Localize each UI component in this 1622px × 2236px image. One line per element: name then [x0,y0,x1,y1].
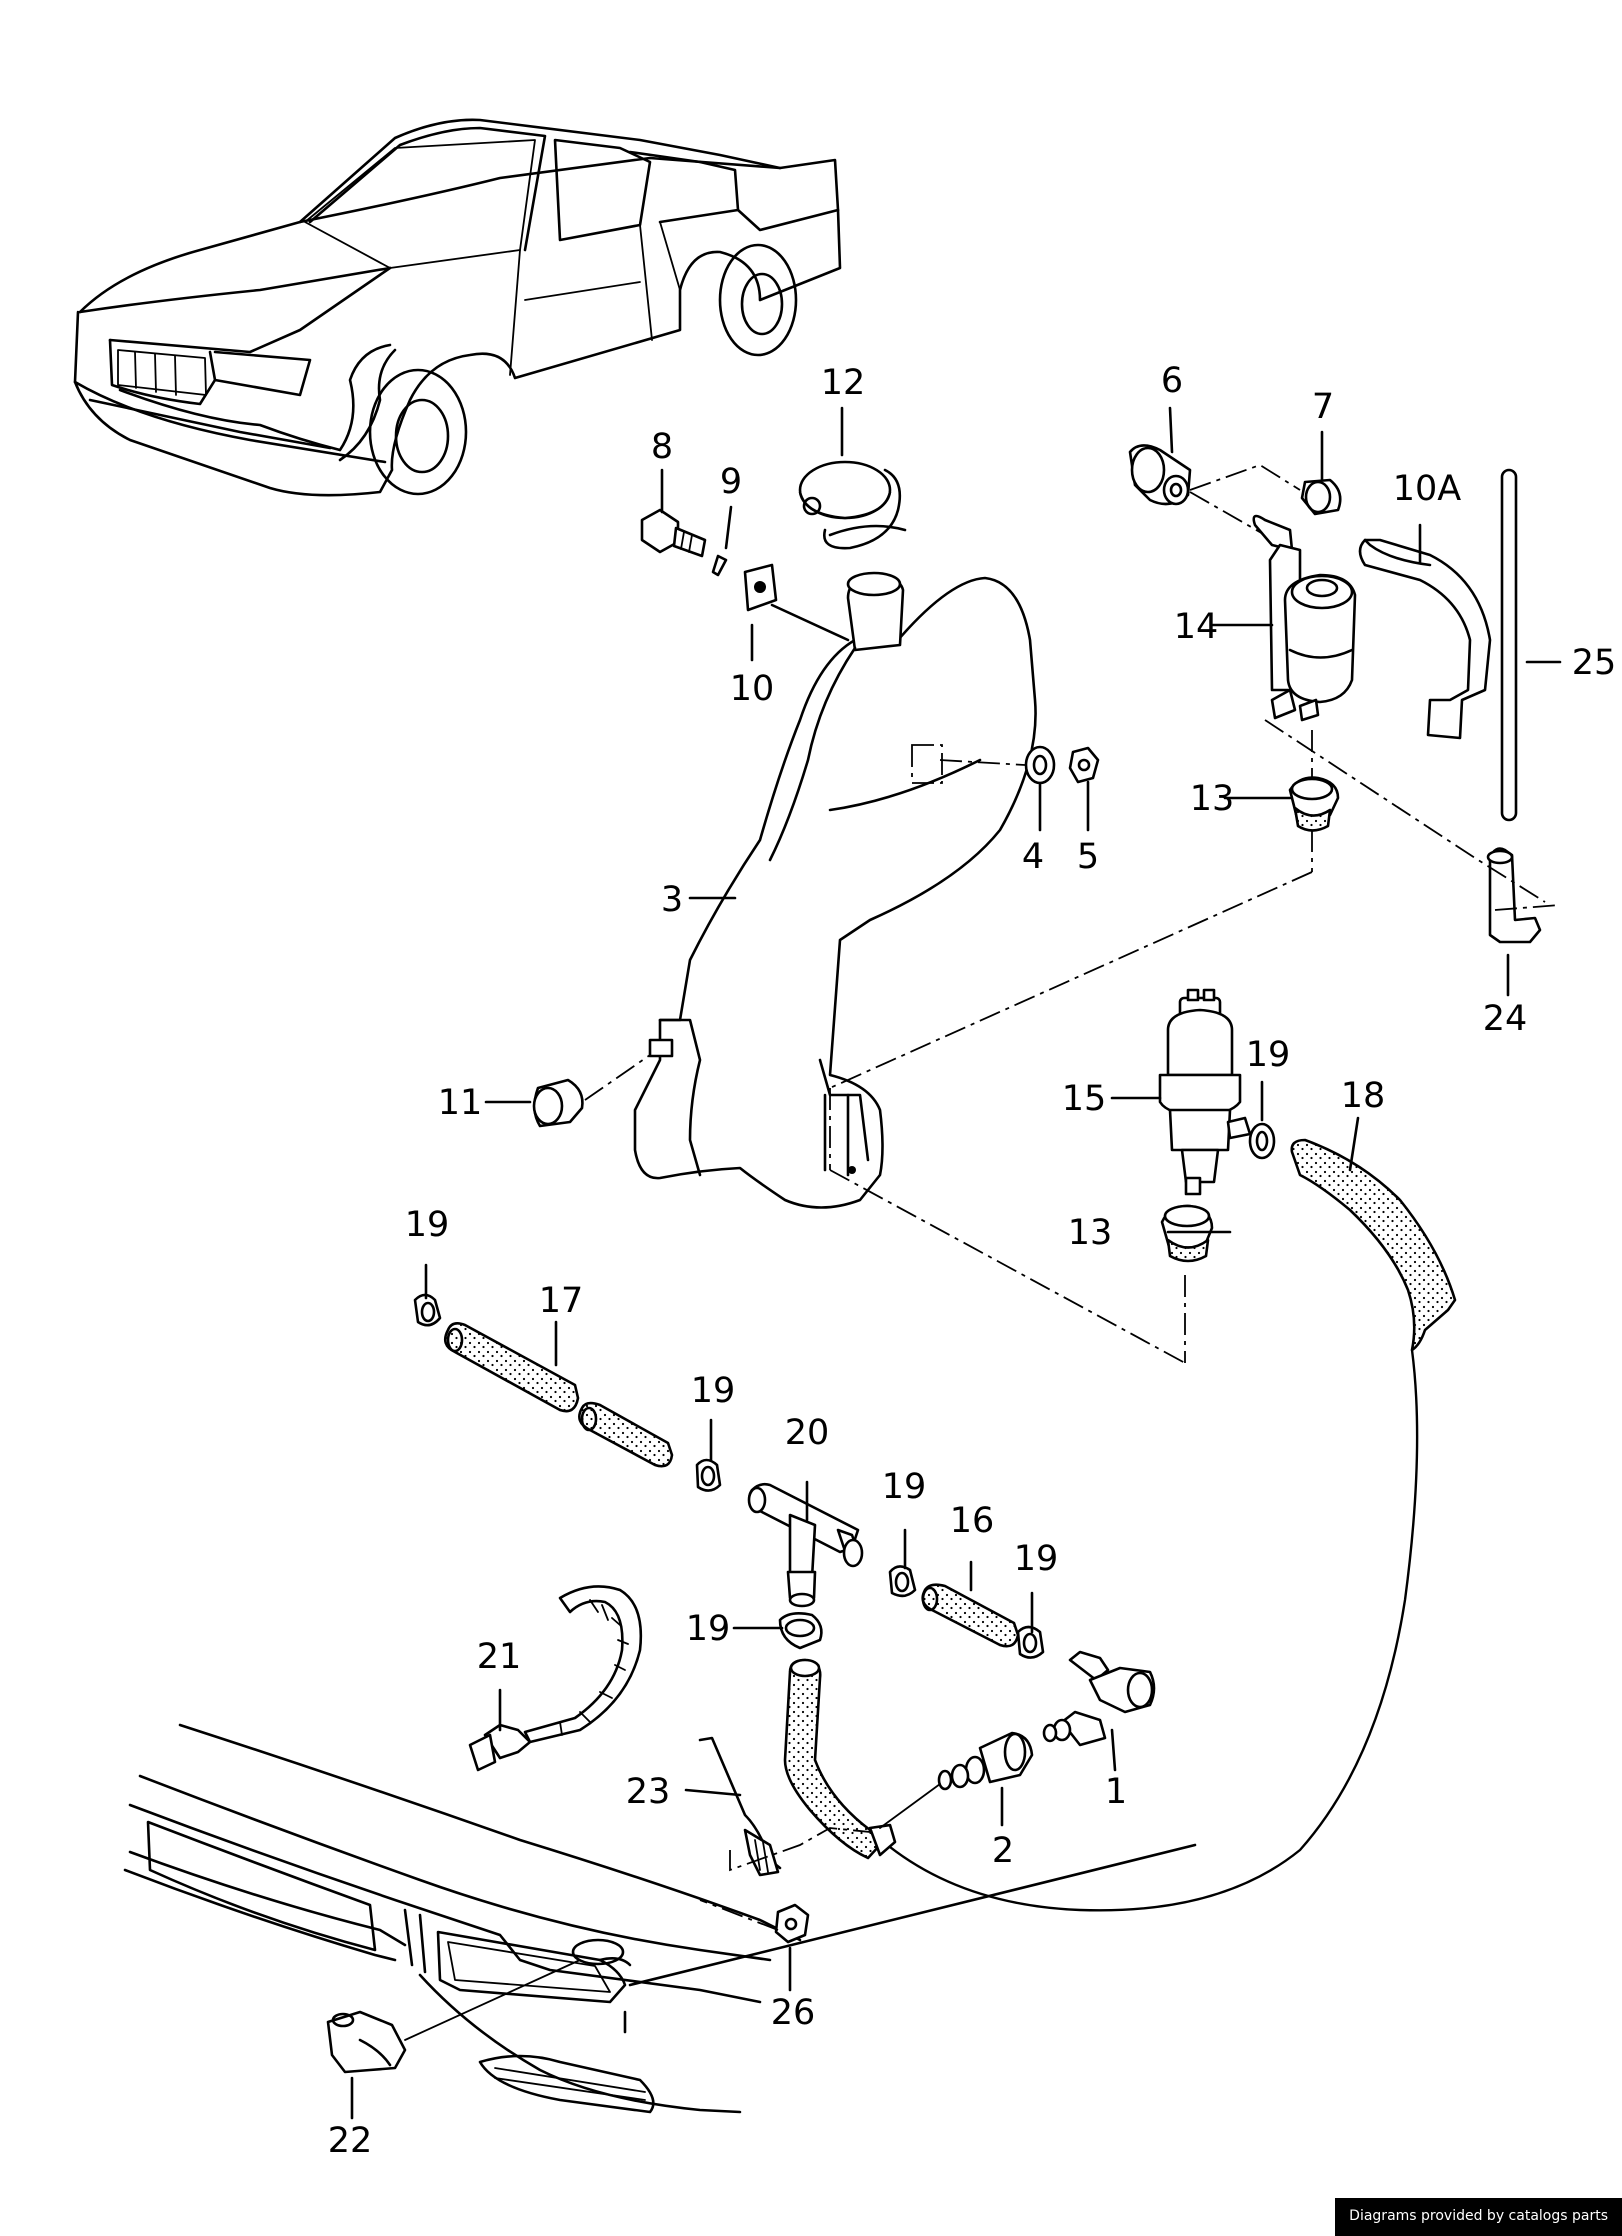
callout-6: 6 [1161,361,1183,401]
callout-4: 4 [1022,837,1044,877]
callout-13-upper: 13 [1190,779,1235,819]
callout-15: 15 [1062,1079,1107,1119]
callout-1: 1 [1105,1772,1127,1812]
cable-tie-21 [468,1585,643,1772]
callout-12: 12 [821,363,866,403]
bracket-10A [1358,538,1492,740]
callout-21: 21 [477,1637,522,1677]
callout-10A: 10A [1393,469,1462,509]
callout-19-b: 19 [405,1205,450,1245]
callout-18: 18 [1341,1076,1386,1116]
callout-5: 5 [1077,837,1099,877]
hose-clip-19-a [1248,1122,1276,1160]
callout-16: 16 [950,1501,995,1541]
grommet-6 [1128,444,1192,506]
spray-nozzle-22 [326,1959,581,2074]
nut-26 [699,1899,810,1944]
callout-10: 10 [730,669,775,709]
hose-clip-19-c [695,1458,722,1492]
front-bumper [123,1723,1197,2114]
callout-3: 3 [661,880,683,920]
grommet-13-lower [1160,1204,1214,1363]
clip-nut-10 [743,563,850,642]
callout-labels: 1 2 3 4 5 6 7 8 9 10 10A 11 12 13 13 14 … [328,361,1617,2161]
callout-19-f: 19 [1014,1539,1059,1579]
hose-clip-19-f [1016,1625,1045,1659]
callout-9: 9 [720,462,742,502]
leader-lines [350,406,1562,2120]
callout-19-c: 19 [691,1371,736,1411]
elbow-24 [1264,719,1561,944]
hose-clip-19-d [888,1565,917,1598]
callout-25: 25 [1572,643,1617,683]
callout-26: 26 [771,1993,816,2033]
callout-13-lower: 13 [1068,1213,1113,1253]
connector-1 [1042,1650,1156,1747]
hose-clip-19-b [413,1293,442,1327]
callout-20: 20 [785,1413,830,1453]
grommet-11 [532,1054,651,1128]
nut-5 [1068,746,1100,784]
callout-24: 24 [1483,999,1528,1039]
plug-7 [1300,478,1342,516]
washer-9 [711,554,728,577]
grommet-13-upper [829,730,1340,1170]
clip-23 [698,1736,871,1877]
vehicle-overview-illustration [73,118,842,497]
callout-19-a: 19 [1246,1035,1291,1075]
callout-11: 11 [438,1083,483,1123]
hose-16 [921,1583,1020,1648]
connector-2 [879,1731,1034,1829]
callout-17: 17 [539,1281,584,1321]
bolt-8 [640,508,707,558]
reservoir-cap-12 [798,460,907,550]
callout-19-d: 19 [882,1467,927,1507]
rod-25 [1500,468,1518,822]
callout-22: 22 [328,2121,373,2161]
callout-19-e: 19 [686,1609,731,1649]
callout-23: 23 [626,1772,671,1812]
callout-2: 2 [992,1831,1014,1871]
hose-clip-19-e [778,1612,823,1650]
t-piece-20 [747,1482,864,1608]
washer-4 [1024,745,1056,785]
callout-8: 8 [651,427,673,467]
hose-lower [783,1658,897,1860]
washer-fluid-reservoir [633,571,1037,1209]
callout-7: 7 [1312,387,1334,427]
diagram-credit-banner: Diagrams provided by catalogs parts [1335,2198,1622,2236]
washer-pump-15 [829,988,1252,1364]
hose-18 [869,1138,1457,1912]
washer-pump-14 [1189,491,1357,722]
hose-17 [443,1322,674,1468]
callout-14: 14 [1174,607,1219,647]
